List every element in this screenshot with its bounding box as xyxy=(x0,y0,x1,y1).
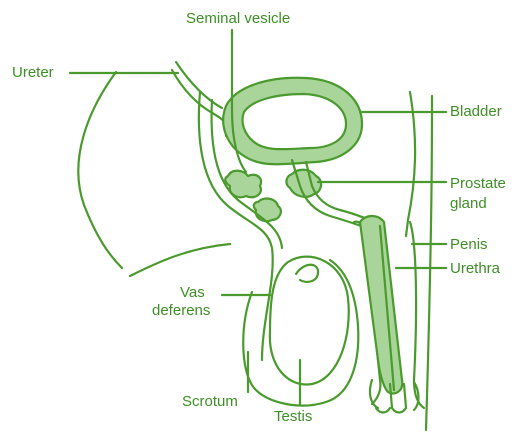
thigh-crease xyxy=(130,244,230,276)
label-vas-line1: Vas xyxy=(180,284,205,301)
penis-outline-2 xyxy=(410,222,424,408)
testis xyxy=(270,257,349,385)
label-prostate-line1: Prostate xyxy=(450,175,506,192)
body-outline-front xyxy=(406,92,415,236)
lower-gland xyxy=(254,199,281,222)
glans-tips xyxy=(376,408,406,413)
label-testis: Testis xyxy=(274,408,312,425)
bladder-lumen xyxy=(242,94,346,149)
label-vas-line2: deferens xyxy=(152,302,210,319)
abdomen-line xyxy=(426,96,432,430)
body-outline-back xyxy=(78,72,122,268)
epididymis xyxy=(296,265,318,282)
label-scrotum: Scrotum xyxy=(182,393,238,410)
label-penis: Penis xyxy=(450,236,488,253)
label-bladder: Bladder xyxy=(450,103,502,120)
label-seminal-vesicle: Seminal vesicle xyxy=(186,10,290,27)
label-ureter: Ureter xyxy=(12,64,54,81)
label-urethra: Urethra xyxy=(450,260,500,277)
label-prostate-line2: gland xyxy=(450,195,487,212)
